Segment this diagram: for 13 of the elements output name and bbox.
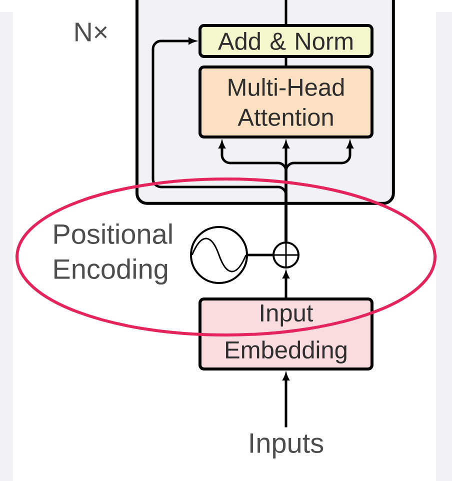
encoding-label: Positional Encoding <box>54 223 172 285</box>
connector-line <box>284 58 288 66</box>
process-box: Add & Norm <box>198 24 374 58</box>
arrow <box>152 38 288 242</box>
connector-line <box>284 0 288 24</box>
process-box: Input Embedding <box>198 298 374 370</box>
sum-circle <box>272 242 300 268</box>
input-label: Inputs <box>250 433 324 459</box>
arrow <box>282 271 290 298</box>
connector-line <box>248 254 272 256</box>
arrow <box>282 373 290 428</box>
layer-count-label: N× <box>76 22 107 42</box>
process-box: Multi-Head Attention <box>198 66 374 138</box>
